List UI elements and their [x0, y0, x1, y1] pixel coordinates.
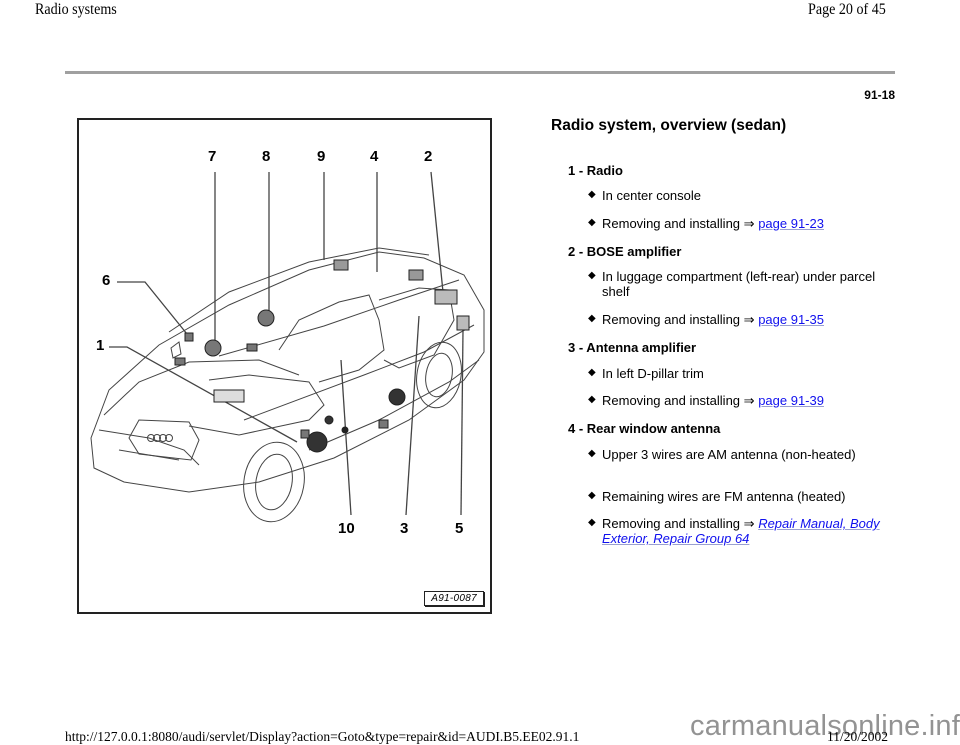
callout-4: 4 — [370, 148, 379, 165]
item-title-radio: 1 - Radio — [568, 163, 623, 178]
page-indicator: Page 20 of 45 — [808, 1, 886, 18]
item-title-bose-amplifier: 2 - BOSE amplifier — [568, 244, 682, 259]
watermark: carmanualsonline.info — [690, 710, 960, 742]
figure-id-label: A91-0087 — [424, 591, 484, 606]
footer-url: http://127.0.0.1:8080/audi/servlet/Displ… — [65, 729, 580, 744]
list-item: ◆ Removing and installing ⇒ page 91-35 — [588, 312, 824, 327]
diamond-bullet-icon: ◆ — [588, 189, 596, 200]
callout-2: 2 — [424, 148, 433, 165]
callout-6: 6 — [102, 272, 111, 289]
diamond-bullet-icon: ◆ — [588, 394, 596, 405]
callout-8: 8 — [262, 148, 271, 165]
callout-5: 5 — [455, 520, 464, 537]
arrow-right-icon: ⇒ — [743, 393, 755, 408]
item-title-antenna-amplifier: 3 - Antenna amplifier — [568, 340, 697, 355]
list-item: ◆ Removing and installing ⇒ Repair Manua… — [588, 516, 880, 546]
diamond-bullet-icon: ◆ — [588, 448, 596, 459]
link-page-91-23[interactable]: page 91-23 — [758, 216, 824, 231]
page-heading: Radio system, overview (sedan) — [551, 117, 787, 134]
list-item: ◆ In center console — [588, 188, 702, 203]
arrow-right-icon: ⇒ — [743, 312, 755, 327]
components — [174, 259, 470, 453]
list-item: ◆ Removing and installing ⇒ page 91-23 — [588, 216, 824, 231]
item-title-rear-window-antenna: 4 - Rear window antenna — [568, 421, 721, 436]
list-item: ◆ Upper 3 wires are AM antenna (non-heat… — [588, 447, 856, 462]
diamond-bullet-icon: ◆ — [588, 367, 596, 378]
diamond-bullet-icon: ◆ — [588, 517, 596, 528]
header-rule — [65, 71, 895, 74]
car-diagram — [90, 171, 485, 523]
link-page-91-35[interactable]: page 91-35 — [758, 312, 824, 327]
callout-3: 3 — [400, 520, 409, 537]
callout-7: 7 — [208, 148, 217, 165]
overview-figure: 7 8 9 4 2 6 1 10 3 5 A91-0087 — [77, 118, 492, 614]
link-page-91-39[interactable]: page 91-39 — [758, 393, 824, 408]
list-item: ◆ In luggage compartment (left-rear) und… — [588, 269, 876, 299]
diamond-bullet-icon: ◆ — [588, 217, 596, 228]
car-outline — [90, 247, 485, 523]
list-item: ◆ In left D-pillar trim — [588, 366, 704, 381]
callout-9: 9 — [317, 148, 326, 165]
section-number: 91-18 — [864, 88, 895, 102]
arrow-right-icon: ⇒ — [743, 216, 755, 231]
callout-1: 1 — [96, 337, 105, 354]
arrow-right-icon: ⇒ — [743, 516, 755, 531]
list-item: ◆ Remaining wires are FM antenna (heated… — [588, 489, 846, 504]
document-header-title: Radio systems — [35, 1, 117, 18]
diamond-bullet-icon: ◆ — [588, 270, 596, 281]
callout-leaders — [109, 171, 464, 516]
list-item: ◆ Removing and installing ⇒ page 91-39 — [588, 393, 824, 408]
content-panel: Radio system, overview (sedan) 1 - Radio… — [551, 116, 911, 546]
link-repair-manual-body-exterior[interactable]: Repair Manual, Body Exterior, Repair Gro… — [602, 516, 880, 546]
diamond-bullet-icon: ◆ — [588, 490, 596, 501]
callout-10: 10 — [338, 520, 355, 537]
footer-date: 11/20/2002 — [827, 729, 889, 744]
diamond-bullet-icon: ◆ — [588, 313, 596, 324]
